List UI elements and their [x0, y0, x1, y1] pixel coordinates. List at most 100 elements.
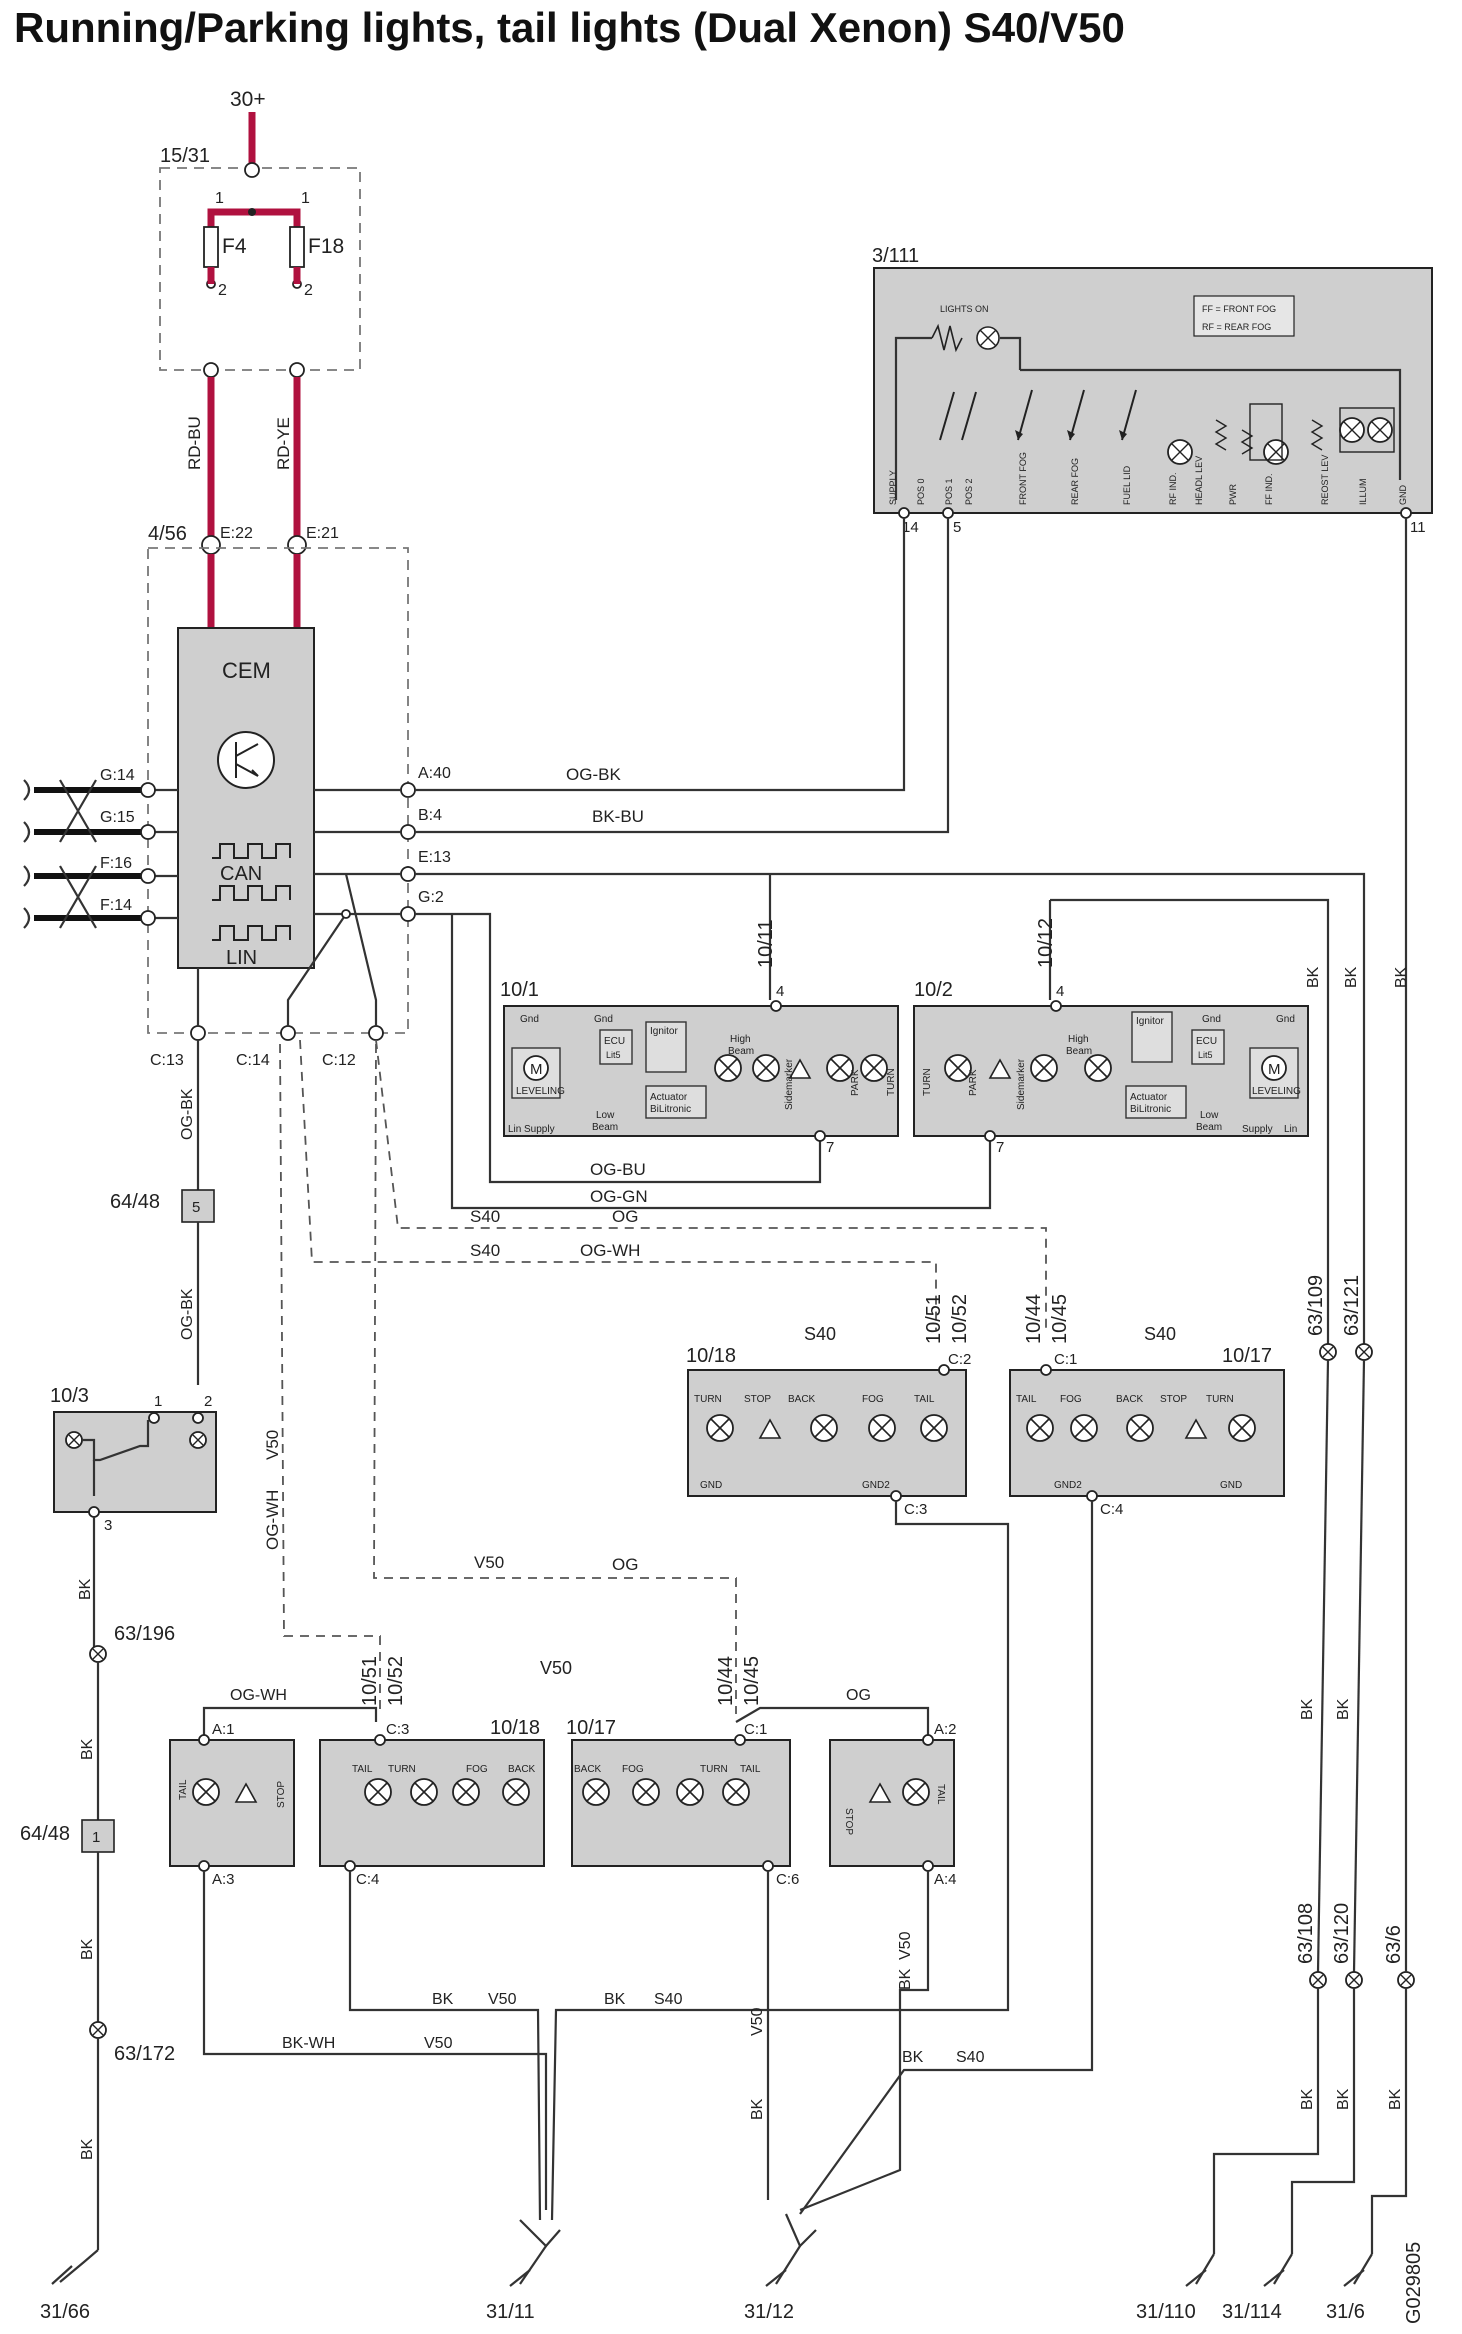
svg-text:Lin: Lin: [508, 1124, 521, 1135]
svg-text:V50: V50: [263, 1430, 282, 1460]
svg-text:7: 7: [826, 1139, 834, 1156]
svg-text:10/45: 10/45: [1049, 1294, 1071, 1344]
svg-text:F:14: F:14: [100, 897, 132, 914]
headlamp-left-bulbs: [714, 1054, 888, 1082]
svg-text:OG-BK: OG-BK: [179, 1088, 196, 1140]
svg-text:BK: BK: [902, 2049, 924, 2066]
svg-text:Actuator: Actuator: [650, 1092, 688, 1103]
svg-text:FF = FRONT FOG: FF = FRONT FOG: [1202, 304, 1276, 314]
svg-text:C:2: C:2: [948, 1351, 971, 1368]
light-switch-module: [873, 267, 1433, 514]
svg-text:LEVELING: LEVELING: [516, 1086, 565, 1097]
svg-text:Lit5: Lit5: [606, 1050, 621, 1060]
ground-symbols: [51, 2213, 1373, 2287]
svg-text:F:16: F:16: [100, 855, 132, 872]
svg-text:POS 1: POS 1: [944, 478, 954, 505]
svg-text:10/51: 10/51: [923, 1294, 945, 1344]
svg-text:BiLitronic: BiLitronic: [1130, 1104, 1171, 1115]
svg-text:63/109: 63/109: [1305, 1275, 1327, 1336]
svg-text:FF IND.: FF IND.: [1264, 474, 1274, 506]
v50-tail-right-bulbs: BACK FOG TURN TAIL: [574, 1764, 761, 1806]
svg-text:G:2: G:2: [418, 889, 444, 906]
svg-text:S40: S40: [470, 1207, 500, 1226]
svg-text:V50: V50: [897, 1931, 914, 1960]
svg-text:3/111: 3/111: [872, 245, 919, 267]
svg-text:A:2: A:2: [934, 1721, 957, 1738]
svg-text:PARK: PARK: [968, 1069, 979, 1096]
svg-text:POS 2: POS 2: [964, 478, 974, 505]
cem-bus-pins: G:14 G:15 F:16 F:14: [23, 767, 178, 929]
svg-text:A:40: A:40: [418, 765, 451, 782]
svg-text:BK: BK: [1305, 966, 1322, 988]
svg-text:G:15: G:15: [100, 809, 135, 826]
svg-text:Supply: Supply: [1242, 1124, 1273, 1135]
svg-text:GND: GND: [1398, 485, 1408, 506]
svg-text:TAIL: TAIL: [178, 1779, 189, 1800]
connector-64-48-a: [181, 1189, 215, 1223]
fuse-box-frame: [159, 167, 361, 371]
svg-text:POS 0: POS 0: [916, 478, 926, 505]
svg-text:Beam: Beam: [1196, 1122, 1222, 1133]
svg-text:Ignitor: Ignitor: [650, 1026, 678, 1037]
svg-text:OG-WH: OG-WH: [263, 1490, 282, 1550]
svg-text:Ignitor: Ignitor: [1136, 1016, 1164, 1027]
svg-text:STOP: STOP: [276, 1781, 287, 1808]
svg-text:RF IND.: RF IND.: [1168, 473, 1178, 506]
svg-text:High: High: [730, 1034, 751, 1045]
svg-text:63/6: 63/6: [1383, 1925, 1405, 1964]
svg-text:63/121: 63/121: [1341, 1275, 1363, 1336]
svg-text:BK: BK: [1299, 1698, 1316, 1720]
svg-text:A:4: A:4: [934, 1871, 957, 1888]
svg-text:31/114: 31/114: [1222, 2301, 1282, 2323]
svg-text:10/45: 10/45: [741, 1656, 763, 1706]
svg-text:10/44: 10/44: [715, 1656, 737, 1706]
svg-text:TURN: TURN: [1206, 1394, 1234, 1405]
svg-text:BK: BK: [1343, 966, 1360, 988]
svg-text:63/196: 63/196: [114, 1623, 175, 1645]
svg-text:OG: OG: [612, 1207, 638, 1226]
svg-text:High: High: [1068, 1034, 1089, 1045]
svg-text:Gnd: Gnd: [520, 1014, 539, 1025]
legend-box: [1193, 295, 1295, 337]
svg-text:E:13: E:13: [418, 849, 451, 866]
svg-text:LEVELING: LEVELING: [1252, 1086, 1301, 1097]
svg-text:FOG: FOG: [1060, 1394, 1082, 1405]
svg-text:HEADL LEV: HEADL LEV: [1194, 456, 1204, 505]
svg-text:TURN: TURN: [700, 1764, 728, 1775]
svg-text:Beam: Beam: [728, 1046, 754, 1057]
svg-text:10/12: 10/12: [1035, 918, 1057, 968]
svg-text:Beam: Beam: [1066, 1046, 1092, 1057]
svg-text:7: 7: [996, 1139, 1004, 1156]
s40-tail-left-bulbs: TURN STOP BACK FOG TAIL GND GND2: [694, 1394, 948, 1491]
svg-text:V50: V50: [749, 2007, 766, 2036]
svg-text:BK: BK: [79, 2138, 96, 2160]
svg-text:SUPPLY: SUPPLY: [888, 470, 898, 505]
svg-text:TURN: TURN: [886, 1068, 897, 1096]
svg-text:BK: BK: [897, 1968, 914, 1990]
svg-text:10/18: 10/18: [490, 1717, 540, 1739]
svg-text:31/11: 31/11: [486, 2301, 535, 2323]
svg-text:E:21: E:21: [306, 525, 339, 542]
svg-text:31/12: 31/12: [744, 2301, 794, 2323]
svg-text:C:12: C:12: [322, 1052, 356, 1069]
svg-text:OG-BK: OG-BK: [566, 765, 621, 784]
svg-text:V50: V50: [474, 1553, 504, 1572]
svg-text:STOP: STOP: [744, 1394, 771, 1405]
svg-text:BK: BK: [1387, 2088, 1404, 2110]
svg-text:STOP: STOP: [843, 1808, 854, 1835]
svg-text:31/66: 31/66: [40, 2301, 90, 2323]
svg-text:11: 11: [1410, 519, 1426, 536]
svg-text:Supply: Supply: [524, 1124, 555, 1135]
svg-text:BK: BK: [1335, 1698, 1352, 1720]
svg-text:TAIL: TAIL: [740, 1764, 761, 1775]
svg-text:Sidemarker: Sidemarker: [1016, 1058, 1027, 1110]
fuse-f4: [203, 226, 219, 268]
svg-text:G:14: G:14: [100, 767, 135, 784]
document-id: G029805: [1403, 2242, 1425, 2324]
svg-text:OG-WH: OG-WH: [580, 1241, 640, 1260]
svg-text:Beam: Beam: [592, 1122, 618, 1133]
svg-text:BK: BK: [1299, 2088, 1316, 2110]
svg-text:V50: V50: [488, 1991, 517, 2008]
svg-text:BACK: BACK: [1116, 1394, 1144, 1405]
svg-text:C:1: C:1: [1054, 1351, 1077, 1368]
